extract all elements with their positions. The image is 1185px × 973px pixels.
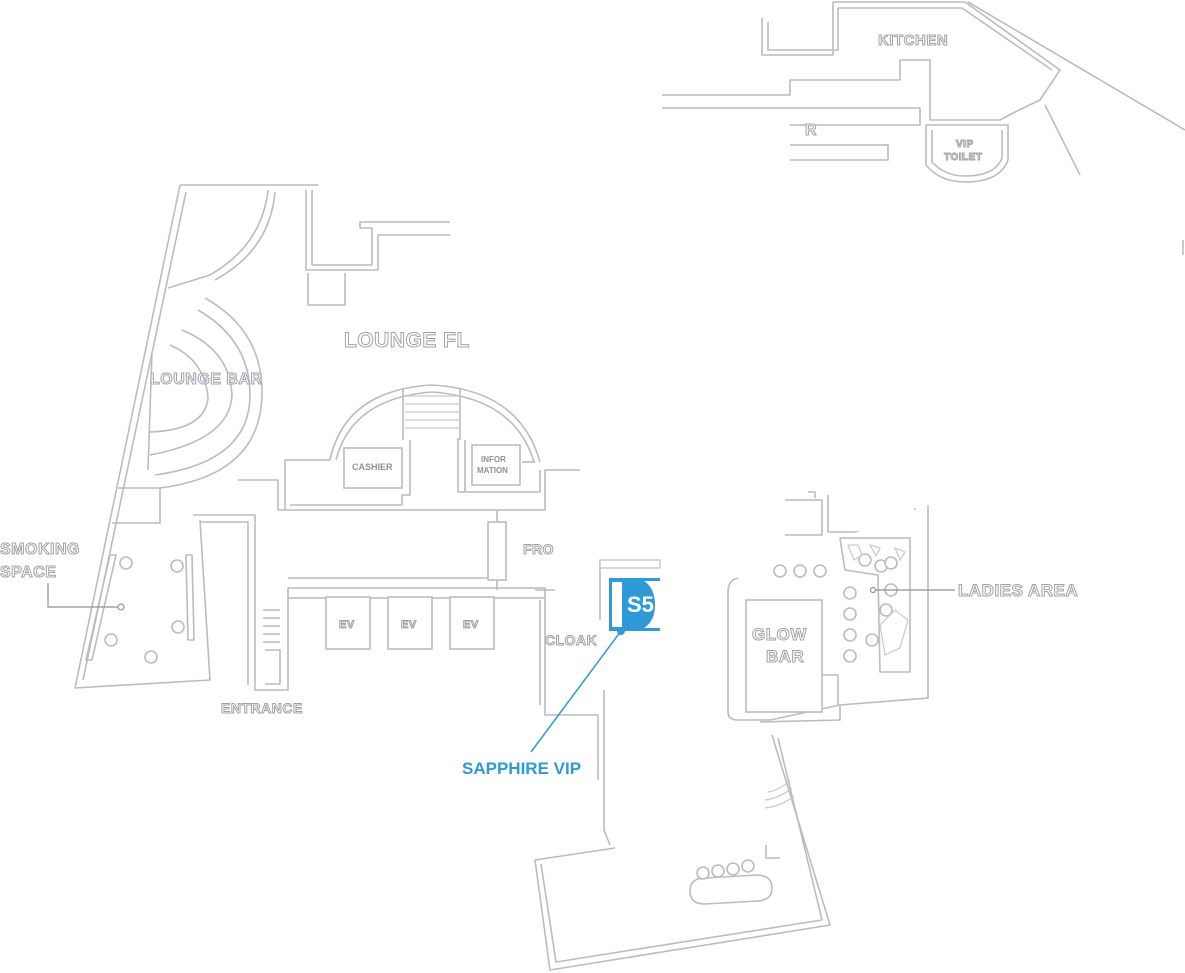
sapphire-vip-marker[interactable]: S5: [530, 559, 661, 753]
south-area: [534, 734, 831, 971]
sapphire-badge-label: S5: [627, 592, 654, 617]
lounge-area: [74, 184, 611, 846]
lounge-floor-label: LOUNGE FL: [344, 329, 470, 352]
ladies-area-label: LADIES AREA: [958, 581, 1078, 600]
elevators: [325, 596, 495, 650]
sapphire-callout-line: [530, 630, 622, 753]
information-label-2: MATION: [477, 466, 508, 475]
cloak-label: CLOAK: [545, 632, 597, 648]
smoking-label-2: SPACE: [0, 564, 56, 581]
smoking-callout: [47, 583, 118, 608]
elevator-2-label: EV: [401, 619, 417, 631]
elevator-1-label: EV: [339, 619, 355, 631]
bar-partial-label: R: [805, 122, 817, 139]
glow-bar-label-1: GLOW: [752, 625, 807, 644]
information-label-1: INFOR: [481, 455, 506, 464]
glow-bar-label-2: BAR: [766, 647, 804, 666]
vip-toilet-label-2: TOILET: [944, 152, 982, 163]
cashier-info-area: [290, 384, 541, 590]
glow-bar-area: [727, 491, 929, 723]
smoking-area: [85, 554, 195, 664]
vip-toilet-label-1: VIP: [956, 139, 974, 150]
kitchen-label: KITCHEN: [878, 32, 948, 49]
elevator-3-label: EV: [463, 619, 479, 631]
kitchen-area: [662, 1, 1185, 255]
sapphire-vip-label[interactable]: SAPPHIRE VIP: [462, 759, 581, 778]
lounge-bar-label: LOUNGE BAR: [150, 371, 263, 388]
front-label: FRO: [523, 541, 554, 557]
smoking-label-1: SMOKING: [0, 541, 80, 558]
entrance-label: ENTRANCE: [221, 700, 303, 716]
cashier-label: CASHIER: [352, 462, 393, 472]
